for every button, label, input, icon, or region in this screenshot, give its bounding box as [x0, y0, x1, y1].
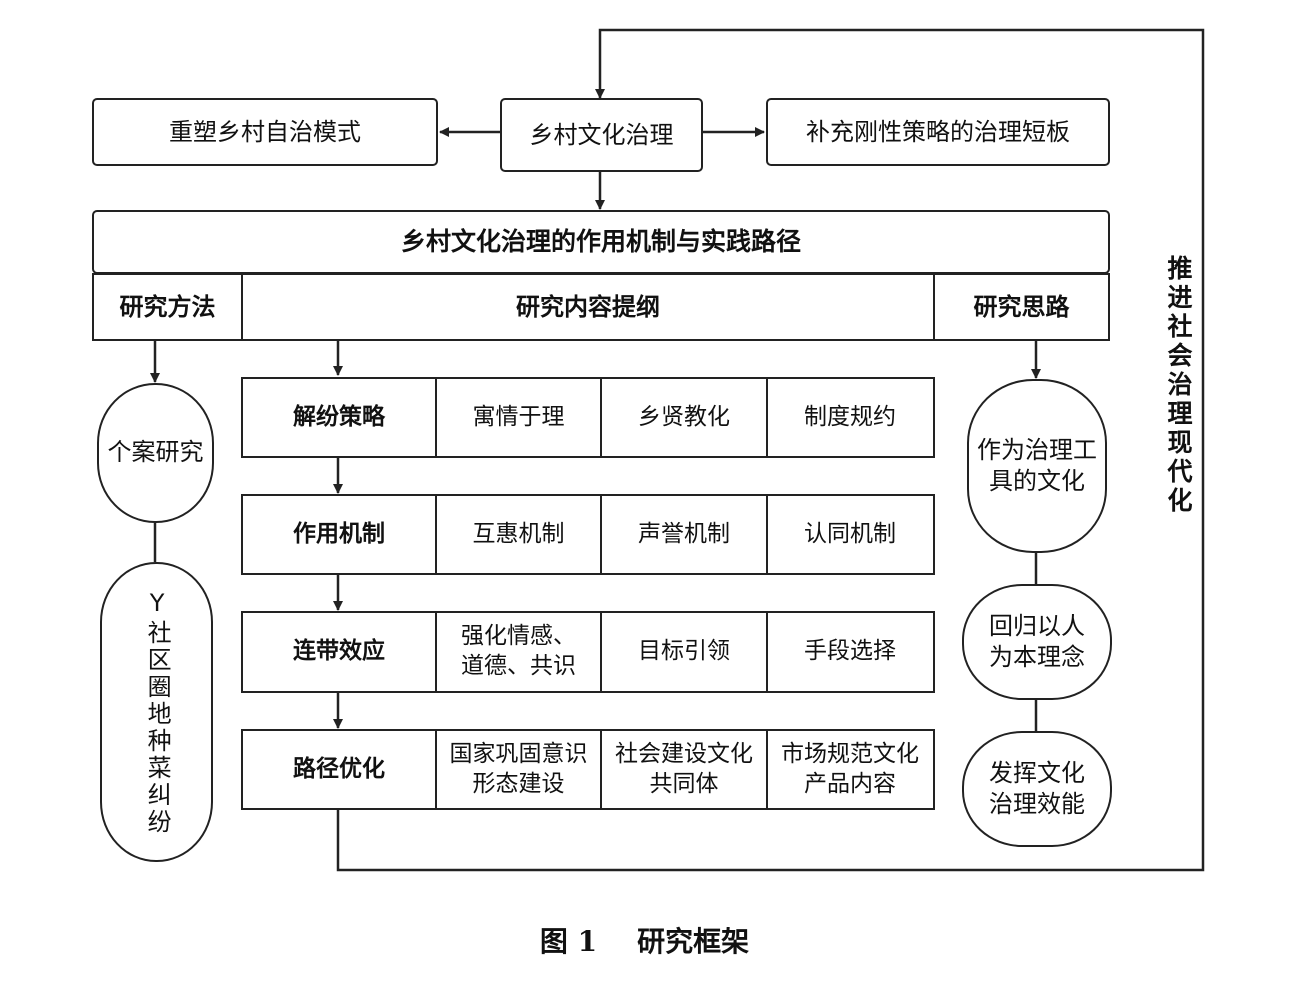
node-center-topic: 乡村文化治理	[500, 98, 703, 172]
row4-cell1: 国家巩固意识形态建设	[437, 731, 602, 808]
row4-head: 路径优化	[243, 731, 437, 808]
side-label-modernization: 推进社会治理现代化	[1164, 255, 1193, 516]
row3-cell2: 目标引领	[602, 613, 768, 691]
row2-cell1: 互惠机制	[437, 496, 602, 573]
node-right-goal: 补充刚性策略的治理短板	[766, 98, 1110, 166]
header-outline: 研究内容提纲	[241, 273, 935, 341]
header-methods: 研究方法	[92, 273, 243, 341]
row1-cell3: 制度规约	[804, 403, 896, 430]
row3-head: 连带效应	[243, 613, 437, 691]
feedback-loop-line	[336, 28, 1205, 872]
row1-cell1: 寓情于理	[437, 379, 602, 456]
node-thinking-1: 作为治理工具的文化	[967, 379, 1107, 553]
case-name-text: Y社区圈地种菜纠纷	[143, 588, 172, 836]
row1-cell2: 乡贤教化	[602, 379, 768, 456]
row4-cell3: 市场规范文化产品内容	[781, 740, 919, 797]
node-left-goal: 重塑乡村自治模式	[92, 98, 438, 166]
row4-cell2: 社会建设文化共同体	[602, 731, 768, 808]
node-case-name: Y社区圈地种菜纠纷	[100, 562, 213, 862]
row2-head: 作用机制	[243, 496, 437, 573]
figure-title: 研究框架	[637, 925, 750, 958]
row3-cell1: 强化情感、道德、共识	[437, 613, 602, 691]
row2-cell3: 认同机制	[804, 520, 896, 547]
figure-caption: 图 1 研究框架	[0, 920, 1289, 960]
header-thinking: 研究思路	[933, 273, 1110, 341]
row2-cell2: 声誉机制	[602, 496, 768, 573]
row3-cell3: 手段选择	[804, 638, 896, 665]
outline-row-3: 连带效应 强化情感、道德、共识 目标引领 手段选择	[241, 611, 935, 693]
node-case-study: 个案研究	[97, 383, 214, 523]
main-title-bar: 乡村文化治理的作用机制与实践路径	[92, 210, 1110, 274]
outline-row-2: 作用机制 互惠机制 声誉机制 认同机制	[241, 494, 935, 575]
figure-number: 图 1	[539, 925, 598, 958]
node-thinking-3: 发挥文化治理效能	[962, 731, 1112, 847]
outline-row-4: 路径优化 国家巩固意识形态建设 社会建设文化共同体 市场规范文化产品内容	[241, 729, 935, 810]
node-thinking-2: 回归以人为本理念	[962, 584, 1112, 700]
row1-head: 解纷策略	[243, 379, 437, 456]
outline-row-1: 解纷策略 寓情于理 乡贤教化 制度规约	[241, 377, 935, 458]
